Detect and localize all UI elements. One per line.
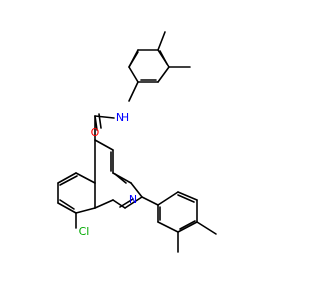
bond-line xyxy=(94,139,114,151)
bond-line xyxy=(128,81,139,102)
bond-line xyxy=(94,115,115,119)
bond-line xyxy=(157,31,166,51)
bond-lines xyxy=(57,31,217,253)
bond-line xyxy=(57,172,77,184)
atom-label-oxygen: O xyxy=(91,126,100,139)
molecule-structure: O N H N Cl xyxy=(57,31,217,253)
bond-line xyxy=(179,220,196,230)
bond-line xyxy=(130,182,143,198)
atom-label-amide-hydrogen: H xyxy=(121,111,129,124)
bond-line xyxy=(124,196,143,209)
bond-line xyxy=(75,172,96,184)
bond-line xyxy=(59,175,78,186)
bond-line xyxy=(157,221,179,233)
bond-line xyxy=(59,199,75,210)
bond-line xyxy=(57,202,77,214)
bond-line xyxy=(177,191,198,201)
bond-line xyxy=(98,113,102,129)
atom-label-chlorine: Cl xyxy=(79,225,90,238)
bond-line xyxy=(157,66,170,83)
bond-line xyxy=(159,50,168,65)
bond-line xyxy=(119,198,134,208)
bond-line xyxy=(75,207,96,214)
bond-line xyxy=(128,51,139,68)
atom-label-amide-nitrogen: N xyxy=(116,111,124,124)
bond-line xyxy=(196,221,217,235)
bond-line xyxy=(114,173,127,184)
atom-label-ring-nitrogen: N xyxy=(129,193,137,206)
bond-line xyxy=(177,221,198,233)
bond-line xyxy=(177,194,195,203)
bond-line xyxy=(112,199,126,209)
bond-line xyxy=(128,66,139,83)
bond-line xyxy=(141,196,159,206)
bond-line xyxy=(157,191,179,206)
bond-line xyxy=(94,199,114,209)
